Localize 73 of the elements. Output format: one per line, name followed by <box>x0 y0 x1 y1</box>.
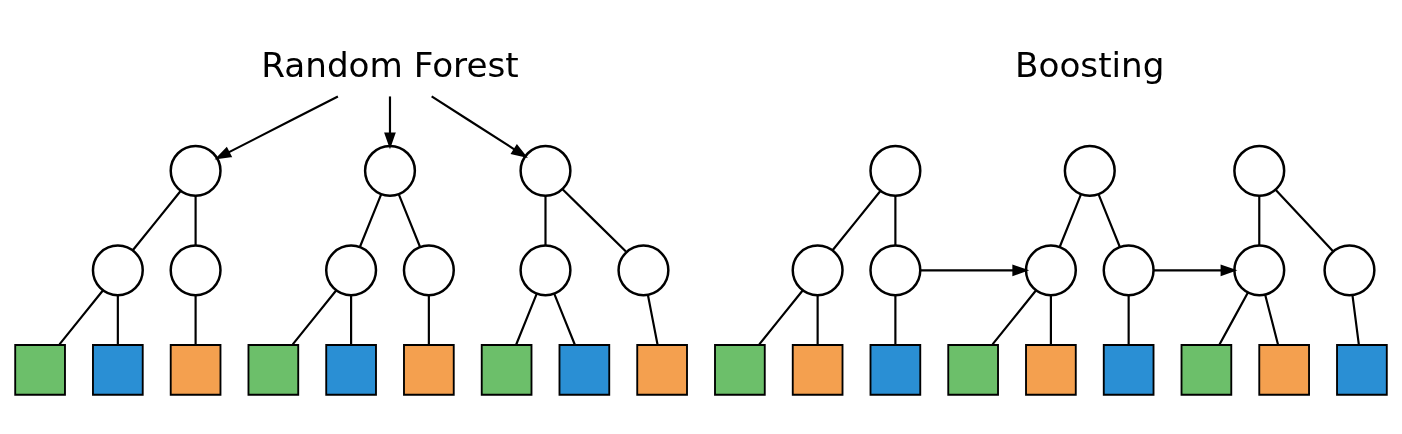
connector <box>194 294 197 345</box>
node-box <box>247 343 300 396</box>
node-circle <box>169 243 222 296</box>
arrow <box>920 264 1030 276</box>
node-box <box>169 343 222 396</box>
node-box <box>791 343 844 396</box>
connector <box>291 289 337 345</box>
connector <box>1127 294 1130 345</box>
connector <box>1275 188 1334 252</box>
connector <box>831 189 882 251</box>
label: Boosting <box>1015 44 1165 85</box>
node-circle <box>519 243 572 296</box>
connector <box>1351 294 1360 345</box>
connector <box>1264 294 1280 345</box>
connector <box>131 189 182 251</box>
connector <box>1058 193 1082 247</box>
node-circle <box>169 144 222 197</box>
node-circle <box>1233 243 1286 296</box>
node-box <box>947 343 999 396</box>
connector <box>561 187 627 252</box>
arrow <box>214 94 339 160</box>
node-box <box>869 343 922 396</box>
connector <box>1218 291 1249 345</box>
node-circle <box>363 144 417 197</box>
connector <box>58 289 104 345</box>
node-box <box>480 343 533 396</box>
arrow <box>384 95 396 149</box>
node-circle <box>1024 243 1078 296</box>
connector <box>646 294 659 345</box>
connector <box>991 289 1037 345</box>
connector <box>1049 294 1052 345</box>
connector <box>758 289 804 345</box>
node-circle <box>869 243 922 296</box>
connector <box>894 294 897 345</box>
node-circle <box>1102 243 1155 296</box>
node-circle <box>1323 243 1376 296</box>
connector <box>544 195 547 245</box>
node-box <box>1025 343 1077 396</box>
node-box <box>1336 343 1388 396</box>
arrow <box>1153 264 1238 276</box>
connector <box>397 193 422 247</box>
connector <box>816 294 819 345</box>
connector <box>1097 193 1121 247</box>
node-circle <box>1233 144 1286 197</box>
node-circle <box>402 243 455 296</box>
node-box <box>325 343 377 396</box>
node-circle <box>791 243 844 296</box>
node-box <box>714 343 766 396</box>
node-box <box>558 343 611 396</box>
connector <box>553 292 576 345</box>
node-circle <box>617 243 670 296</box>
node-circle <box>91 243 144 296</box>
arrow <box>431 95 528 158</box>
node-box <box>14 343 66 396</box>
connector <box>358 193 383 247</box>
connector <box>515 292 538 345</box>
node-circle <box>324 243 378 296</box>
node-circle <box>519 144 572 197</box>
connector <box>116 294 119 345</box>
connector <box>194 195 197 245</box>
node-circle <box>869 144 922 197</box>
node-box <box>636 343 688 396</box>
connector <box>894 195 897 245</box>
node-text: Random Forest <box>261 44 519 85</box>
node-box <box>403 343 455 396</box>
node-box <box>92 343 144 396</box>
connector <box>350 294 353 345</box>
node-box <box>1258 343 1310 396</box>
node-circle <box>1063 144 1116 197</box>
connector <box>427 294 430 345</box>
connector <box>1258 195 1261 245</box>
node-box <box>1180 343 1233 396</box>
node-box <box>1102 343 1155 396</box>
